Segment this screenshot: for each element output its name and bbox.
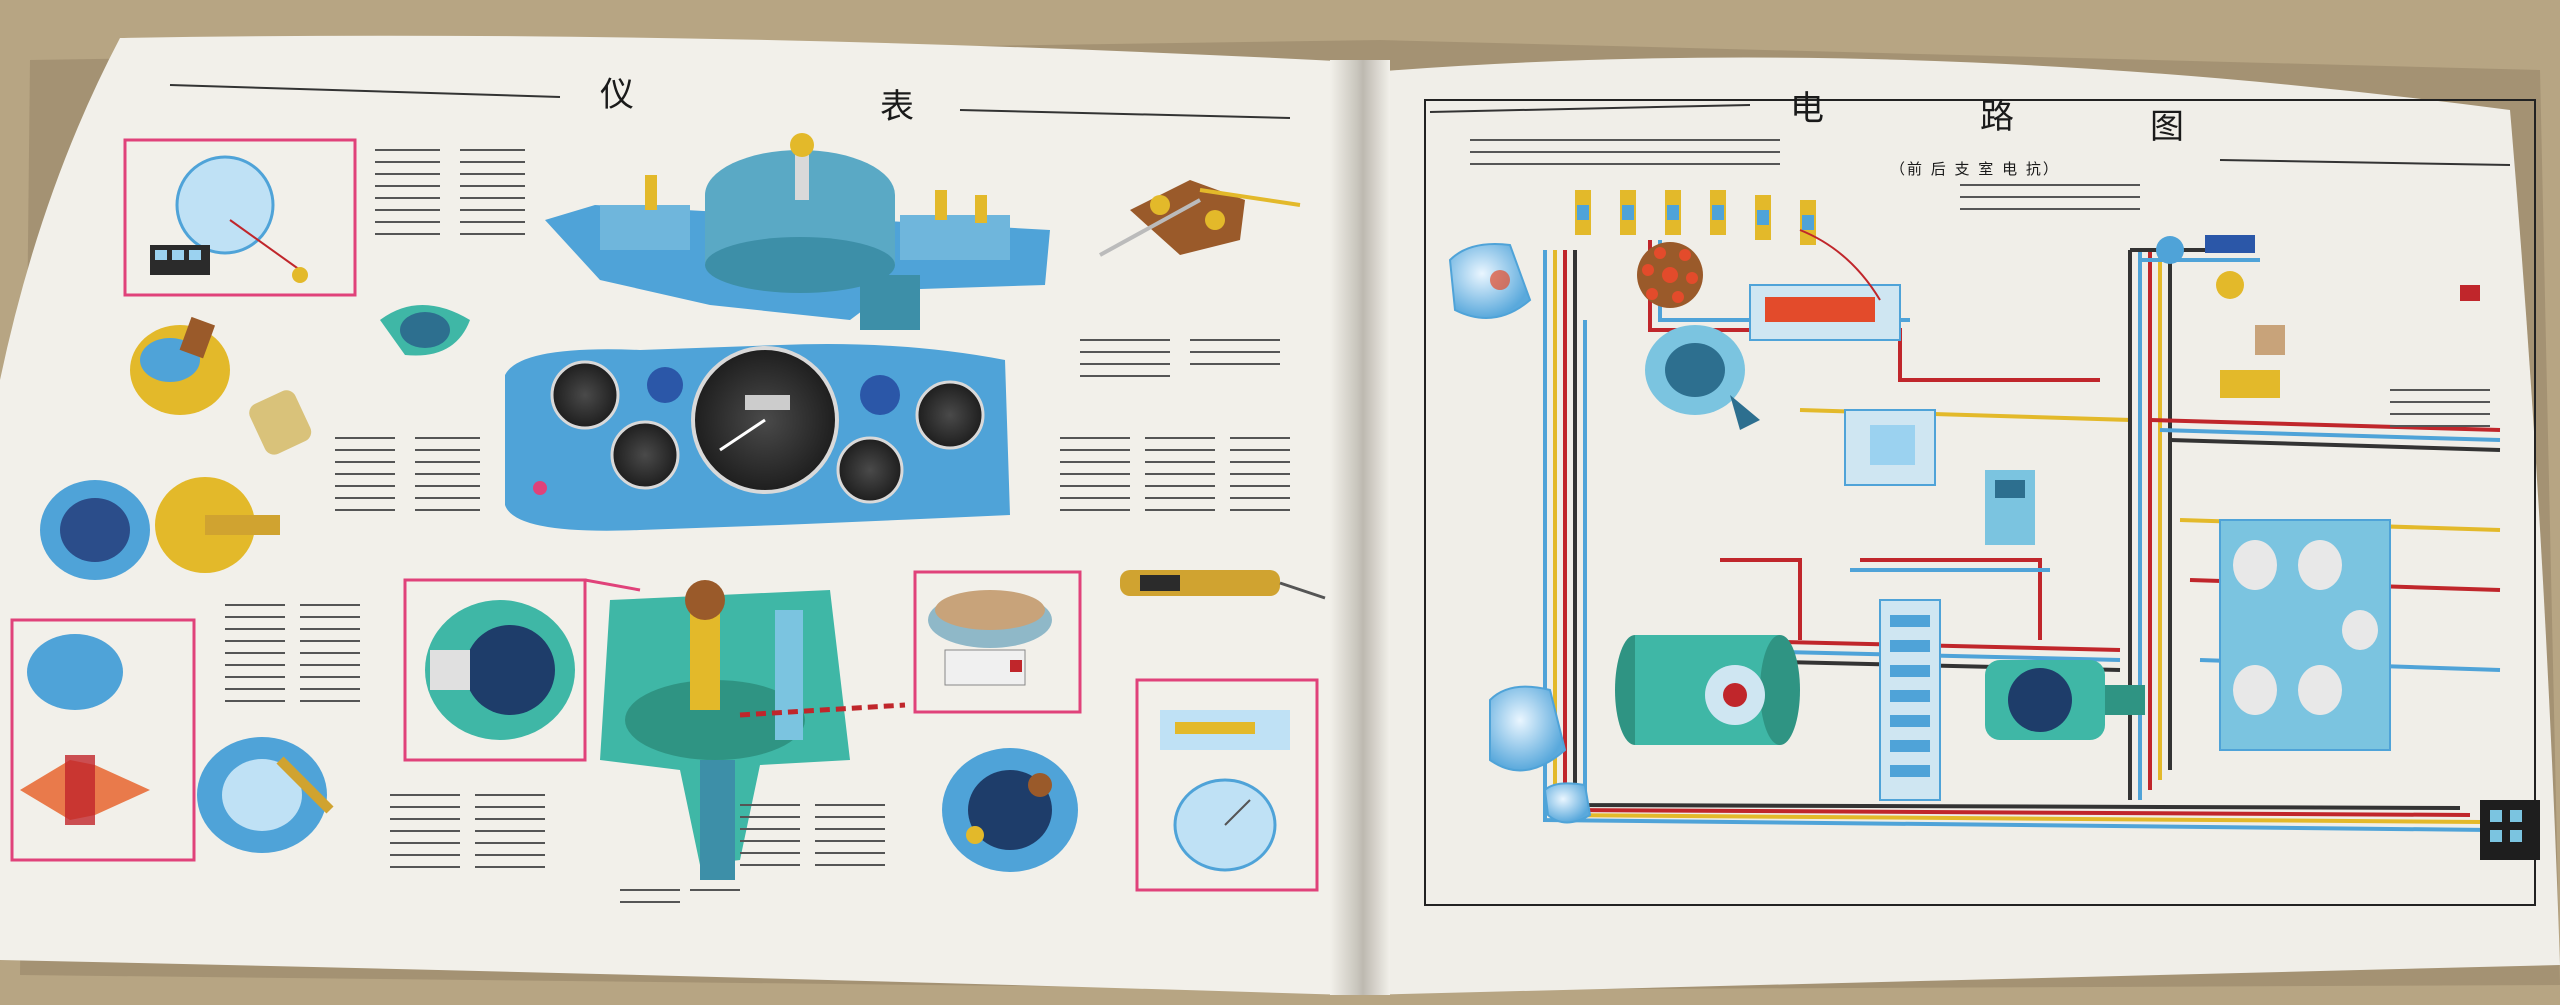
bottom-left-detail-frame: [10, 618, 196, 862]
sensor-cable-part: [1120, 570, 1326, 600]
sender-detail-frame: [1135, 678, 1319, 892]
generator: [1615, 635, 1800, 745]
coolant-gauge: [550, 360, 620, 430]
oil-pressure-gauge: [610, 420, 680, 490]
switch-cluster: [2156, 235, 2480, 398]
indicator-lamp-left: [647, 367, 683, 403]
drive-gear-detail-frame: [403, 578, 587, 762]
right-page-subtitle: （前 后 支 室 电 抗）: [1890, 160, 2060, 178]
gauge-sensor-part: [197, 737, 334, 853]
indicator-lamp-right: [860, 375, 900, 415]
voltage-regulator: [1844, 409, 1936, 486]
fuel-gauge: [915, 380, 985, 450]
right-legend-block: [2390, 389, 2490, 427]
left-title-char-1: 仪: [600, 75, 634, 115]
wiring-diagram-border: [1424, 99, 2536, 906]
left-header-rule-2: [959, 109, 1291, 119]
legend-text-block-7: [740, 804, 885, 866]
legend-text-block-4: [1080, 339, 1280, 377]
right-title-char-3: 图: [2150, 107, 2184, 147]
legend-text-block-6: [390, 794, 545, 868]
headlight-lower: [1489, 685, 1567, 772]
fog-lamp: [1543, 782, 1592, 824]
left-title-char-2: 表: [880, 87, 914, 127]
sender-unit-part: [380, 305, 470, 356]
top-left-detail-frame: [123, 138, 357, 297]
instrument-panel-section: [2219, 519, 2391, 751]
distributor-cap: [1637, 242, 1703, 308]
right-title-char-2: 路: [1980, 97, 2014, 137]
legend-text-block-3: [225, 604, 360, 702]
left-header-rule: [169, 84, 561, 98]
legend-text-block-5: [1060, 437, 1290, 511]
headlight-upper: [1448, 243, 1532, 319]
ammeter-gauge: [836, 436, 904, 504]
starter-motor: [1985, 660, 2145, 740]
speedometer-cutaway: [584, 578, 906, 880]
instrument-housing-assembly: [545, 133, 1050, 330]
distributor-body: [1645, 325, 1760, 430]
booklet-spine: [1330, 60, 1390, 995]
right-header-rule: [1429, 104, 1751, 113]
cylinder-part: [249, 390, 312, 455]
connector-block: [2480, 800, 2540, 860]
legend-text-block-8: [620, 889, 740, 903]
gauge-back-part: [942, 748, 1078, 872]
instrument-cluster-face: [505, 344, 1010, 531]
right-header-rule-2: [2219, 159, 2511, 166]
fuse-block: [1879, 599, 1941, 801]
diagram-legend-header: [1470, 139, 2140, 210]
relay-box: [1985, 470, 2035, 545]
ignition-switch-part: [130, 316, 230, 415]
spark-plugs: [1575, 190, 1816, 245]
legend-text-block-2: [335, 437, 480, 511]
legend-text-block-1: [375, 149, 525, 235]
flasher-detail-frame: [913, 570, 1082, 714]
fuel-gauge-assembly: [40, 477, 280, 580]
bracket-part: [1099, 180, 1301, 257]
right-title-char-1: 电: [1790, 89, 1824, 129]
ignition-coil: [1749, 229, 1901, 341]
